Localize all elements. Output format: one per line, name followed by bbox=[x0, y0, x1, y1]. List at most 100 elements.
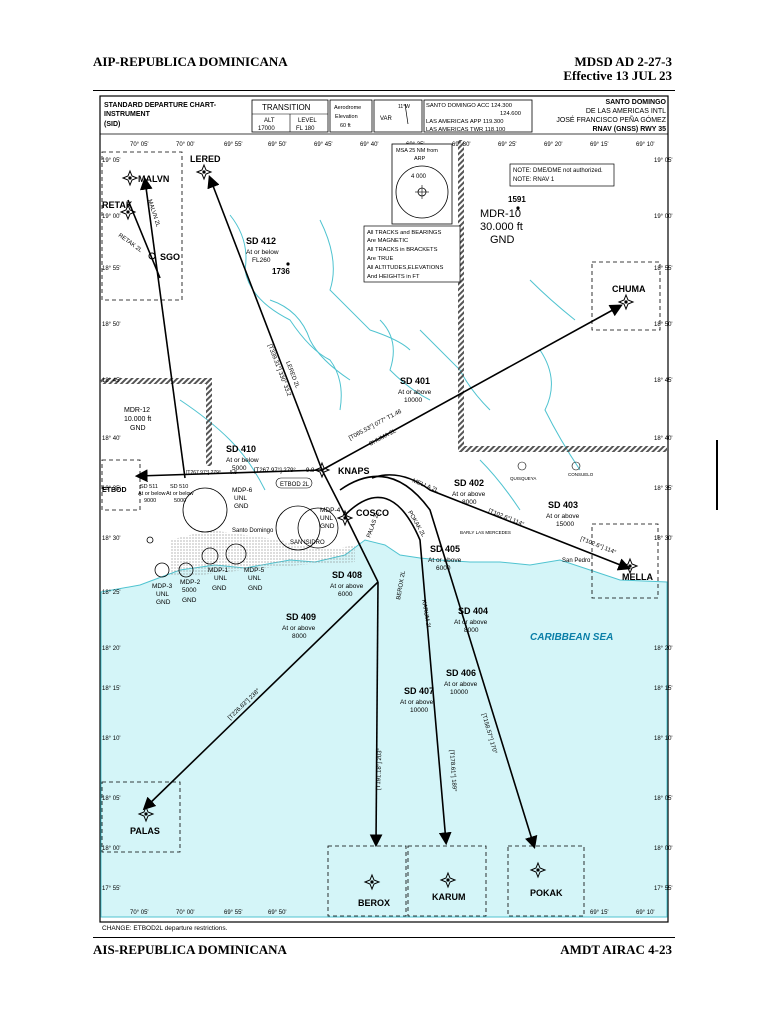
sd408-l2: 6000 bbox=[338, 591, 353, 598]
lon-label-bottom: 69° 50' bbox=[268, 910, 287, 916]
title-block: STANDARD DEPARTURE CHART- INSTRUMENT (SI… bbox=[100, 99, 668, 135]
sd412-name: SD 412 bbox=[246, 236, 276, 246]
restricted-circles bbox=[146, 487, 339, 578]
sd401-l2: 10000 bbox=[404, 397, 422, 404]
svg-text:GND: GND bbox=[248, 585, 263, 592]
lat-label: 19° 05' bbox=[102, 158, 121, 164]
track-label: POKAK 2L bbox=[406, 510, 426, 539]
track-label: KARUM 2L bbox=[420, 599, 431, 630]
change-bar bbox=[716, 440, 718, 510]
legend-line: Are MAGNETIC bbox=[367, 238, 408, 244]
svg-text:MDP-6: MDP-6 bbox=[232, 487, 253, 494]
fix-karum: KARUM bbox=[432, 872, 466, 902]
track-label: RETAK 2L bbox=[117, 233, 144, 255]
svg-text:UNL: UNL bbox=[234, 495, 247, 502]
lat-label-right: 18° 50' bbox=[654, 322, 673, 328]
svg-text:UNL: UNL bbox=[156, 591, 169, 598]
fix-lered-label: LERED bbox=[190, 154, 221, 164]
track-label: CHUMA 2L bbox=[368, 428, 398, 448]
fix-pokak-label: POKAK bbox=[530, 888, 563, 898]
lat-label-right: 18° 10' bbox=[654, 736, 673, 742]
track-label: ETBOD 2L bbox=[280, 482, 310, 488]
track-label: MELLA 2L bbox=[411, 478, 440, 494]
restricted-area-mdr-10: MDR-10 30.000 ft GND bbox=[458, 140, 667, 452]
lon-label: 69° 10' bbox=[636, 142, 655, 148]
notes-box: NOTE: DME/DME not authorized. NOTE: RNAV… bbox=[509, 163, 615, 187]
var-label: VAR bbox=[380, 116, 393, 122]
svg-text:MDP-4: MDP-4 bbox=[320, 507, 341, 514]
lon-label: 69° 30' bbox=[452, 142, 471, 148]
lat-label: 18° 15' bbox=[102, 686, 121, 692]
lon-label: 70° 00' bbox=[176, 142, 195, 148]
header-left: AIP-REPUBLICA DOMINICANA bbox=[93, 54, 288, 69]
fix-retak: RETAK bbox=[102, 200, 136, 220]
freq-4: LAS AMERICAS TWR 118.100 bbox=[426, 127, 505, 133]
footer-rule bbox=[93, 937, 675, 938]
transition-alt-label: ALT bbox=[264, 118, 275, 124]
lon-label-bottom: 70° 00' bbox=[176, 910, 195, 916]
restricted-area-mdr-12: MDR-12 10.000 ft GND bbox=[100, 378, 212, 466]
svg-text:5000: 5000 bbox=[182, 587, 197, 594]
fixes: MALVN RETAK SGO LERED CHUMA KNAPS COSCO … bbox=[102, 154, 653, 908]
fix-retak-label: RETAK bbox=[102, 200, 133, 210]
sd406-l2: 10000 bbox=[450, 689, 468, 696]
svg-text:GND: GND bbox=[320, 523, 335, 530]
svg-text:MDP-5: MDP-5 bbox=[244, 567, 265, 574]
fix-pokak: POKAK bbox=[530, 862, 563, 898]
fix-chuma-label: CHUMA bbox=[612, 284, 646, 294]
msa-sub: ARP bbox=[414, 156, 426, 162]
fix-sgo-label: SGO bbox=[160, 252, 180, 262]
svg-text:MDP-2: MDP-2 bbox=[180, 579, 201, 586]
fix-cosco-label: COSCO bbox=[356, 508, 389, 518]
lat-label: 18° 00' bbox=[102, 846, 121, 852]
lat-label: 17° 55' bbox=[102, 886, 121, 892]
lon-label-bottom: 69° 15' bbox=[590, 910, 609, 916]
footer-amendment: AMDT AIRAC 4-23 bbox=[560, 942, 672, 957]
spot-elevations: 1736 1591 bbox=[272, 195, 526, 276]
sd409-name: SD 409 bbox=[286, 612, 316, 622]
transition-level-label: LEVEL bbox=[298, 118, 317, 124]
sd404-l1: At or above bbox=[454, 619, 488, 626]
fix-malvn-label: MALVN bbox=[138, 174, 169, 184]
lat-label-right: 18° 05' bbox=[654, 796, 673, 802]
lat-label: 18° 55' bbox=[102, 266, 121, 272]
lon-label: 70° 05' bbox=[130, 142, 149, 148]
sd510-l2: 5000 bbox=[174, 498, 186, 504]
svg-text:MDP-1: MDP-1 bbox=[208, 567, 229, 574]
fix-chuma: CHUMA bbox=[612, 284, 646, 310]
mdr-12-line1: 10.000 ft bbox=[124, 416, 151, 423]
lat-label-right: 18° 15' bbox=[654, 686, 673, 692]
var-value: 11°W bbox=[398, 104, 410, 110]
fix-mella: MELLA bbox=[622, 558, 653, 582]
sea-label: CARIBBEAN SEA bbox=[530, 632, 613, 643]
svg-text:GND: GND bbox=[234, 503, 249, 510]
lat-label-right: 18° 45' bbox=[654, 378, 673, 384]
track-label: [T102.6°] 114° bbox=[579, 536, 617, 556]
msa-alt: 4 000 bbox=[411, 174, 427, 180]
sd405-name: SD 405 bbox=[430, 544, 460, 554]
sd405-l2: 6000 bbox=[436, 565, 451, 572]
town-consuelo: CONSUELO bbox=[568, 472, 594, 477]
note-line1: NOTE: DME/DME not authorized. bbox=[513, 168, 603, 174]
lat-label: 18° 40' bbox=[102, 436, 121, 442]
sd406-name: SD 406 bbox=[446, 668, 476, 678]
sd408-l1: At or above bbox=[330, 583, 364, 590]
airport-line1: SANTO DOMINGO bbox=[605, 99, 666, 106]
svg-text:GND: GND bbox=[212, 585, 227, 592]
lat-label-right: 18° 55' bbox=[654, 266, 673, 272]
lon-label: 69° 55' bbox=[224, 142, 243, 148]
lat-label: 18° 45' bbox=[102, 378, 121, 384]
legend-box: All TRACKS and BEARINGS Are MAGNETIC All… bbox=[363, 225, 461, 283]
lat-label-right: 18° 40' bbox=[654, 436, 673, 442]
header-doc-id: MDSD AD 2-27-3 bbox=[574, 54, 673, 69]
